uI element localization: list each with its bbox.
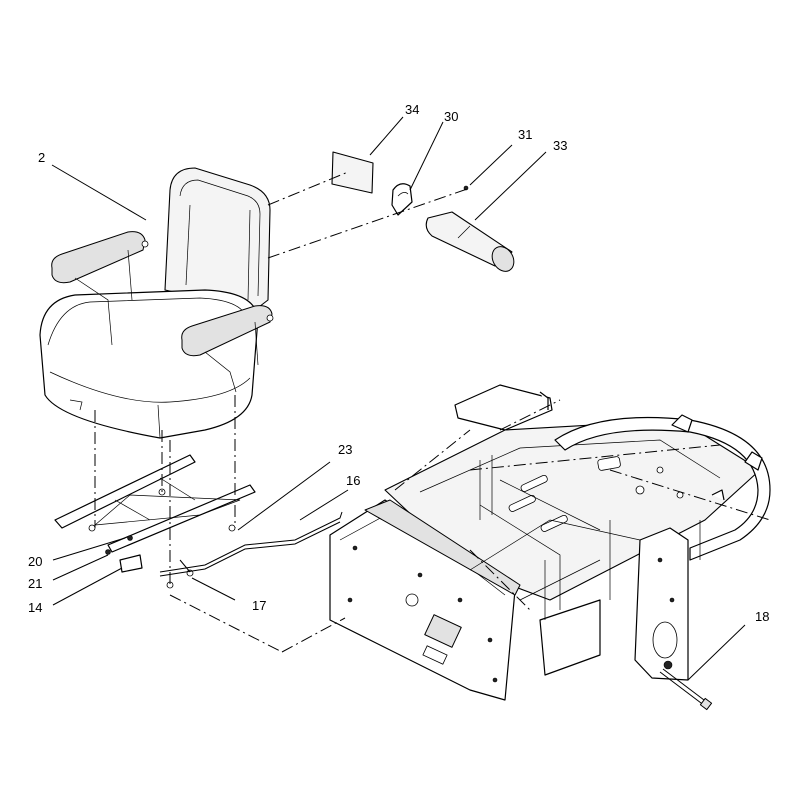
callout-33: 33 [553,138,567,153]
callout-34: 34 [405,102,419,117]
callout-21: 21 [28,576,42,591]
bolt-18 [659,668,713,711]
chassis-frame [329,384,771,701]
callout-20: 20 [28,554,42,569]
seat-mount-plate [54,454,256,589]
callout-16: 16 [346,473,360,488]
callout-2: 2 [38,150,45,165]
callout-30: 30 [444,109,458,124]
seat-assembly [39,167,274,439]
callout-17: 17 [252,598,266,613]
leader-lines [51,116,746,681]
callout-14: 14 [28,600,42,615]
seat-rod [159,511,343,577]
callout-31: 31 [518,127,532,142]
backrest-hardware [331,151,515,272]
callout-23: 23 [338,442,352,457]
callout-18: 18 [755,609,769,624]
callout-labels: 2 34 30 31 33 23 16 20 21 14 17 18 [28,102,769,624]
